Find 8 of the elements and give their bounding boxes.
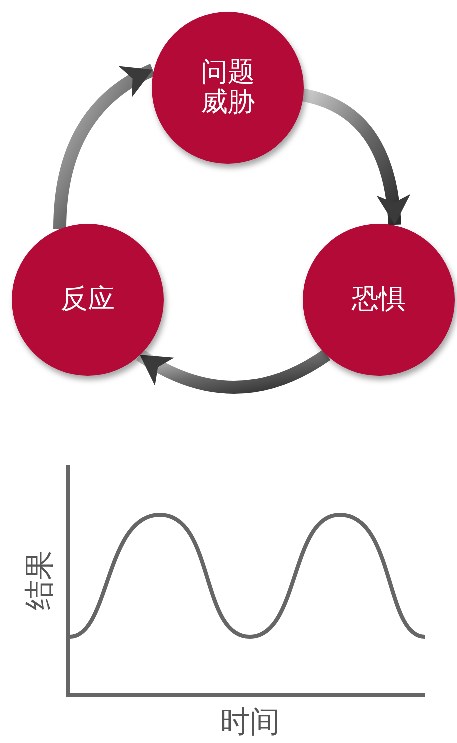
curved-arrow [136,350,331,394]
axis-title: 结果 [22,550,58,610]
node-label: 反应 [61,285,115,315]
node-label: 问题威胁 [200,58,256,118]
curved-arrow [300,88,410,226]
node-label: 恐惧 [352,285,406,315]
curved-arrow [54,64,156,230]
axis-title: 时间 [220,704,280,742]
